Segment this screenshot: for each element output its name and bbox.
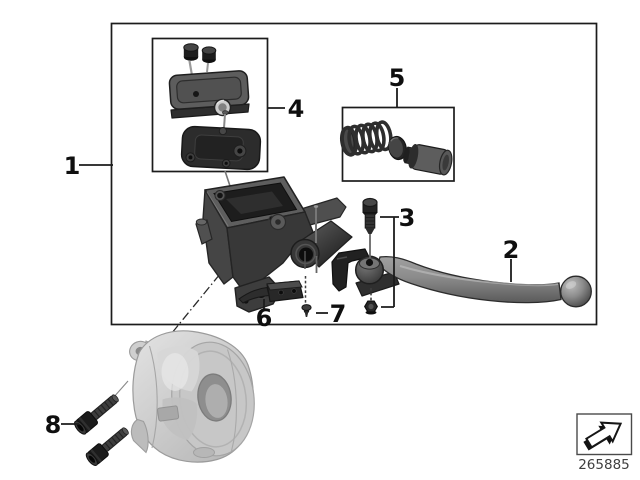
group-box-assembly: [110, 22, 598, 326]
leader-3: [380, 216, 399, 308]
callout-label-2: 2: [503, 236, 520, 264]
callout-label-8: 8: [45, 411, 62, 439]
part-mounting-bolt-lower: [85, 427, 129, 466]
callout-label-7: 7: [330, 300, 347, 328]
spring: [339, 120, 393, 157]
cylinder-body: [226, 211, 314, 289]
frame-boxes: [110, 22, 598, 326]
exploded-view-arrow-icon: [583, 421, 623, 451]
callout-labels: 1 2 3 4 5 6 7 8: [45, 64, 520, 439]
part-handlebar-switch-housing: [129, 330, 255, 463]
part-mounting-bolt-upper: [74, 394, 119, 435]
boot: [403, 143, 453, 176]
pivot-bore: [299, 247, 313, 262]
footer: 265885: [576, 413, 633, 473]
callout-label-4: 4: [288, 95, 305, 123]
group-box-reservoir-kit: [151, 37, 269, 173]
callout-label-3: 3: [399, 204, 416, 232]
lever-perch: [331, 248, 370, 292]
pivot-screw-head: [362, 197, 378, 208]
callout-lines: [61, 88, 512, 425]
callout-label-5: 5: [389, 64, 406, 92]
callout-label-6: 6: [256, 304, 273, 332]
piston-cup: [388, 135, 407, 161]
part-piston-repair-kit: [339, 120, 453, 176]
callout-label-1: 1: [64, 152, 81, 180]
lever-ball-end: [560, 275, 592, 308]
part-master-cylinder: [195, 176, 353, 313]
part-pivot-screw-set: [362, 197, 378, 315]
part-reservoir-cap-kit: [168, 43, 262, 190]
cap-screw-2: [201, 46, 217, 55]
cap-screw-1: [183, 43, 199, 52]
bracket-arm: [238, 286, 270, 304]
part-switch-bracket: [238, 280, 304, 304]
part-bracket-screw: [301, 276, 312, 317]
part-handbrake-lever: [331, 248, 592, 308]
doc-number: 265885: [578, 457, 630, 473]
switch-recess: [157, 405, 180, 422]
